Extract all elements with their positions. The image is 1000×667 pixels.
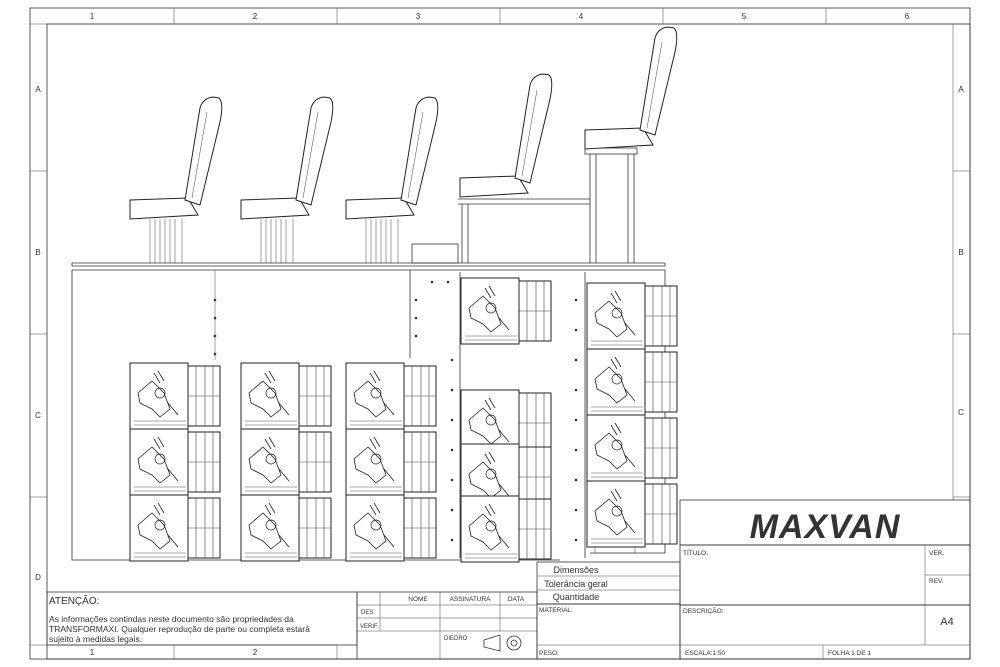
plan-seat [586,348,678,416]
diedro-label: DIEDRO [444,636,468,642]
ver-label: VER. [929,550,944,557]
spec-tolerancia: Tolerância geral [544,579,608,589]
plan-seat-grid [129,277,678,563]
zone-row-d-left: D [35,573,41,582]
zone-row-b-left: B [35,248,40,257]
plan-seat [129,494,221,562]
zone-row-c-right: C [958,408,964,417]
plan-seat [345,494,437,562]
plan-seat [240,494,332,562]
rev-label: REV. [929,578,944,585]
logo-maxvan: MAXVAN [750,508,901,546]
plan-seat [586,480,678,548]
title-block: MAXVAN ATENÇÃO: As informações contindas… [46,499,971,660]
zone-col-4: 4 [579,12,584,21]
zone-col-6: 6 [905,12,910,21]
plan-seat [129,428,221,496]
spec-dimensoes: Dimensões [553,565,599,575]
side-seat-3 [345,96,439,263]
plan-seat [586,282,678,350]
zone-row-a-right: A [958,85,964,94]
side-seat-2 [240,96,334,263]
spec-quantidade: Quantidade [553,592,600,602]
notice-line-3: sujeito à medidas legais. [49,634,142,644]
plan-seat [240,362,332,430]
row-verif: VERIF. [360,624,379,630]
diedro-symbol [483,634,522,652]
side-seat-1 [129,96,223,263]
plan-seat [586,414,678,482]
header-assinatura: ASSINATURA [449,596,491,603]
zone-row-b-right: B [958,248,963,257]
header-data: DATA [508,596,525,603]
plan-seat [345,362,437,430]
header-nome: NOME [408,596,428,603]
plan-view [71,269,678,563]
descricao-label: DESCRIÇÃO: [683,606,724,615]
side-seat-5-raised [584,26,678,263]
zone-col-3: 3 [416,12,421,21]
zone-col-bottom-2: 2 [253,648,258,657]
zone-row-c-left: C [35,411,41,420]
side-seat-4-raised [411,73,590,264]
plan-seat [129,362,221,430]
folha-label: FOLHA 1 DE 1 [828,650,871,657]
size-label: A4 [940,616,953,628]
plan-seat [460,495,552,563]
plan-seat [240,428,332,496]
material-label: MATERIAL: [539,607,573,614]
zone-row-a-left: A [35,85,41,94]
notice-line-1: As informações contindas neste documento… [49,614,294,624]
zone-col-2: 2 [253,12,258,21]
zone-col-bottom-1: 1 [90,648,95,657]
plan-seat [345,428,437,496]
escala-label: ESCALA:1:50 [685,650,725,657]
notice-title: ATENÇÃO: [49,594,99,607]
notice-line-2: TRANSFORMAXI. Qualquer reprodução de par… [49,624,310,634]
row-des: DES. [361,610,375,616]
zone-col-5: 5 [742,12,747,21]
titulo-label: TÍTULO: [683,548,708,557]
peso-label: PESO: [539,650,559,657]
plan-seat [460,277,552,345]
zone-col-1: 1 [90,12,95,21]
side-elevation-view [71,26,678,267]
